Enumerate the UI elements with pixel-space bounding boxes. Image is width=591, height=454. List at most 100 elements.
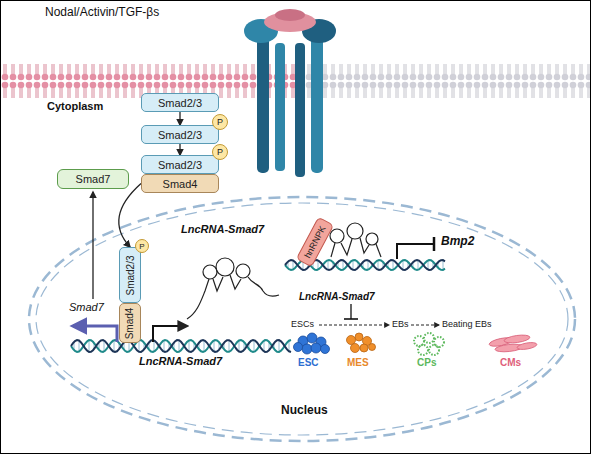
rna-hairpin: [187, 223, 381, 319]
node-text: Smad2/3: [158, 97, 202, 109]
gene-arrows-part: [397, 244, 433, 259]
phospho-circle: P: [135, 239, 149, 253]
node-text: Smad2/3: [158, 129, 202, 141]
rna-hairpin-part: [331, 243, 335, 257]
cell-stages-part-part: [351, 344, 360, 353]
rna-hairpin-part: [248, 277, 279, 296]
node-text: Smad7: [76, 173, 111, 185]
receptor-part: [257, 31, 269, 173]
receptor-part: [275, 43, 285, 171]
dna-helix-part: [229, 340, 230, 352]
arrow-connector: [119, 184, 141, 248]
gene-label: Bmp2: [441, 234, 474, 248]
dna-helix-part: [393, 260, 394, 270]
cell-membrane-part: [1, 58, 297, 98]
node-text: P: [217, 117, 223, 127]
dna-helix-part: [378, 260, 379, 270]
dna-helix-part: [279, 340, 280, 352]
arrow-connector: [179, 112, 180, 125]
gene-label: LncRNA-Smad7: [139, 355, 222, 367]
dna-helix-part: [71, 340, 291, 352]
rna-hairpin-part: [366, 233, 378, 245]
dna-helix-part: [214, 340, 215, 351]
phospho-circle: P: [212, 114, 228, 130]
stage-label: ESCs: [291, 319, 314, 329]
nucleus-envelope-part: [29, 197, 575, 441]
node-text: Smad4: [125, 307, 136, 339]
stage-label: EBs: [392, 319, 409, 329]
receptor-part: [275, 9, 305, 21]
gene-arrows-part: [350, 304, 351, 319]
dna-helix-part: [254, 340, 255, 352]
receptor-part: [295, 43, 305, 177]
rna-hairpin-part: [376, 244, 381, 257]
node-text: P: [217, 147, 223, 157]
gene-arrows-part: [73, 326, 117, 342]
cell-label: CMs: [500, 357, 521, 368]
gene-arrows-part: [92, 192, 93, 299]
gene-arrows-part: [411, 325, 439, 326]
dna-helix-part: [71, 340, 291, 352]
cell-stages: [294, 333, 538, 355]
title-text: Nodal/Activin/TGF-βs: [45, 5, 159, 19]
dna-helix-part: [418, 260, 419, 270]
dna-helix-part: [353, 260, 354, 270]
rna-hairpin-part: [236, 264, 250, 278]
cell-stages-part-part: [429, 345, 439, 355]
gene-label: Smad7: [69, 301, 104, 313]
cell-stages-part-part: [307, 333, 317, 343]
rna-hairpin-part: [187, 279, 209, 319]
node-text: Smad2/3: [158, 159, 202, 171]
gene-arrows-part: [319, 325, 389, 326]
node-text: hnRNPK: [302, 224, 327, 260]
cell-stages-part-part: [347, 336, 356, 345]
dna-helix-part: [89, 340, 90, 352]
dna-helix-part: [443, 260, 444, 270]
cell-label: MES: [347, 357, 369, 368]
rna-hairpin-part: [203, 265, 217, 279]
node-text: P: [139, 242, 144, 251]
protein-box: Smad2/3: [141, 93, 219, 112]
cell-stages-part-part: [369, 344, 376, 351]
rna-hairpin-part: [360, 238, 369, 253]
gene-arrows-part: [433, 237, 436, 251]
receptor-part: [311, 31, 323, 173]
stage-label: Beating EBs: [442, 319, 492, 329]
rna-hairpin-part: [213, 277, 223, 291]
cell-stages-part-part: [321, 345, 330, 354]
receptor: [244, 9, 336, 177]
protein-box: Smad2/3: [141, 155, 219, 174]
protein-box: Smad7: [57, 169, 129, 189]
dna-helix-part: [264, 341, 265, 352]
gene-arrows-part: [153, 326, 187, 342]
region-label: Cytoplasm: [47, 100, 103, 112]
node-text: Smad2/3: [125, 255, 136, 295]
dna-helix-part: [114, 340, 115, 352]
protein-box: Smad4: [119, 303, 141, 343]
node-text: Smad4: [163, 178, 198, 190]
dna-helix-part: [164, 340, 165, 351]
dna-helix-part: [204, 340, 205, 352]
dna-helix-part: [189, 340, 190, 351]
cell-stages-part-part: [302, 344, 312, 354]
cell-membrane-part: [297, 58, 590, 98]
region-label: Nucleus: [281, 403, 328, 417]
gene-label: LncRNA-Smad7: [181, 223, 264, 235]
rna-hairpin-part: [341, 239, 352, 255]
protein-box: Smad4: [141, 174, 219, 193]
cell-stages-part-part: [294, 343, 303, 352]
protein-box: Smad2/3: [119, 247, 141, 303]
protein-box: Smad2/3: [141, 125, 219, 144]
cell-stages-part-part: [355, 333, 363, 341]
cell-stages-part-part: [311, 343, 321, 353]
nucleus-envelope-part: [36, 203, 568, 435]
gene-arrows-part: [344, 318, 358, 320]
cell-stages-part: [294, 333, 330, 354]
dna-helix-part: [328, 260, 329, 270]
cell-stages-part: [489, 334, 538, 353]
dna-helix-part: [104, 341, 105, 352]
arrow-connector: [179, 144, 180, 155]
dna-helix-part: [368, 260, 369, 269]
